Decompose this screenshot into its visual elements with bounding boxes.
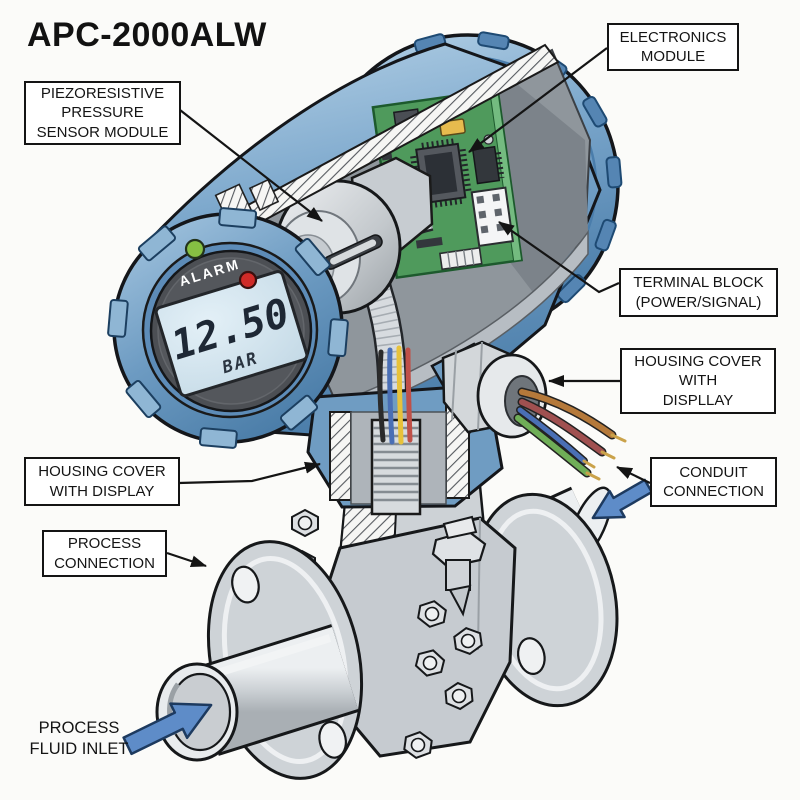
callout-line: CONDUIT <box>679 463 748 481</box>
callout-line: ELECTRONICS <box>619 28 727 46</box>
pcb-connector-strip <box>438 246 483 271</box>
leader-piezo <box>179 109 323 222</box>
leader-process-connection <box>166 551 207 568</box>
callout-process-connection: PROCESS CONNECTION <box>42 530 167 577</box>
vent-valve <box>431 515 487 617</box>
label-line: PROCESS <box>38 718 120 737</box>
cover-tabs <box>107 207 349 449</box>
terminal-block <box>470 186 515 247</box>
status-led-green <box>184 238 206 260</box>
display-cover: 12.50 BAR ALARM <box>107 207 349 449</box>
callout-line: PROCESS <box>67 535 142 553</box>
field-wiring <box>513 387 627 481</box>
callout-housing-cover-right: HOUSING COVER WITH DISPLLAY <box>620 348 776 414</box>
flange-bolt-hole <box>318 720 347 759</box>
label-process-fluid-inlet: PROCESS FLUID INLET <box>14 716 144 762</box>
callout-line: CONNECTION <box>663 483 764 500</box>
callout-conduit-connection: CONDUIT CONNECTION <box>650 457 777 507</box>
callout-line: HOUSING COVER <box>634 353 762 371</box>
leader-conduit <box>616 466 651 484</box>
leader-lines <box>166 47 651 568</box>
internal-wires <box>377 345 413 445</box>
chip-memory <box>471 145 505 185</box>
flange-bolt-hole <box>231 565 260 604</box>
callout-line: SENSOR MODULE <box>36 123 169 141</box>
callout-terminal-block: TERMINAL BLOCK (POWER/SIGNAL) <box>619 268 778 317</box>
alarm-led-red <box>238 270 258 290</box>
callout-line: PRESSURE <box>61 104 144 122</box>
callout-piezoresistive-sensor: PIEZORESISTIVE PRESSURE SENSOR MODULE <box>24 81 181 145</box>
callout-line: WITH DISPLAY <box>49 482 155 500</box>
callout-line: DISPLLAY <box>662 391 734 409</box>
leader-housing-left <box>178 461 321 485</box>
callout-line: TERMINAL BLOCK <box>633 274 764 292</box>
callout-line: (POWER/SIGNAL) <box>635 293 762 311</box>
callout-line: WITH <box>678 372 718 390</box>
conduit-direction-arrow <box>591 478 653 520</box>
process-fluid-inlet-arrow <box>122 702 213 756</box>
leader-terminal <box>498 221 620 294</box>
flange-bolt-hole <box>517 637 546 675</box>
leader-electronics <box>468 47 608 153</box>
callout-line: MODULE <box>640 48 706 65</box>
label-line: FLUID INLET <box>29 740 129 758</box>
callout-housing-cover-left: HOUSING COVER WITH DISPLAY <box>24 457 180 506</box>
callout-line: HOUSING COVER <box>38 463 166 481</box>
lcd-display: 12.50 BAR ALARM <box>154 255 309 398</box>
threaded-stem <box>370 418 422 516</box>
model-title: APC-2000ALW <box>27 16 267 54</box>
callout-line: PIEZORESISTIVE <box>40 85 165 103</box>
callout-line: CONNECTION <box>54 554 155 572</box>
callout-electronics-module: ELECTRONICS MODULE <box>607 23 739 71</box>
